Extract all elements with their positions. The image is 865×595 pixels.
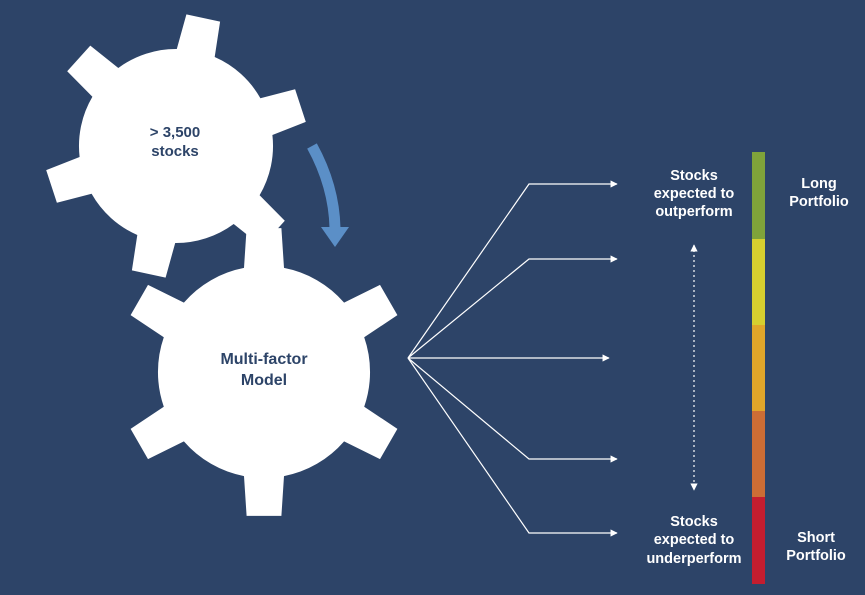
underperform-label-line2: expected to xyxy=(654,532,735,548)
underperform-label-line1: Stocks xyxy=(670,514,718,530)
short-portfolio-label-line1: Short xyxy=(797,530,835,546)
long-portfolio-label-line1: Long xyxy=(801,176,836,192)
long-portfolio-label-line2: Portfolio xyxy=(789,194,849,210)
outperform-label-line3: outperform xyxy=(655,204,732,220)
spectrum-segment-orange xyxy=(752,411,765,497)
spectrum-segment-yellow xyxy=(752,239,765,325)
short-portfolio-label-line2: Portfolio xyxy=(786,548,846,564)
ranking-spectrum-bar xyxy=(752,152,765,584)
spectrum-segment-green xyxy=(752,152,765,239)
rotation-arrow-icon xyxy=(307,143,349,247)
connector-outperform xyxy=(407,180,618,359)
connector-lower-mid xyxy=(407,357,618,463)
spectrum-segment-amber xyxy=(752,325,765,411)
underperform-label-line3: underperform xyxy=(646,551,741,567)
fan-out-connectors xyxy=(407,180,618,537)
spectrum-segment-red xyxy=(752,497,765,584)
outperform-label-line2: expected to xyxy=(654,186,735,202)
gear-main-label-line1: Multi-factor xyxy=(220,351,307,368)
gear-top-icon xyxy=(46,14,306,278)
gear-main-label-line2: Model xyxy=(241,372,287,389)
outperform-label-line1: Stocks xyxy=(670,168,718,184)
gear-top-label-line2: stocks xyxy=(151,143,199,160)
gear-top-label-line1: > 3,500 xyxy=(150,124,200,141)
connector-underperform xyxy=(407,357,618,537)
connector-upper-mid xyxy=(407,255,618,359)
gear-main-icon xyxy=(130,228,398,516)
